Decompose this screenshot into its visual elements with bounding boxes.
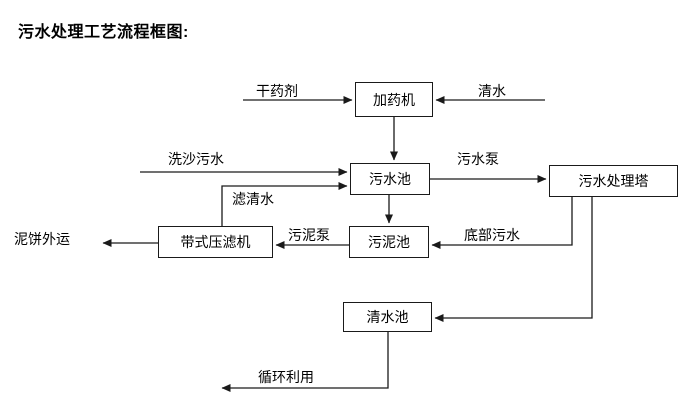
node-label: 污泥池 [368, 234, 410, 250]
edge-bottom-sewage-to-sludge-pool [431, 197, 573, 249]
edge-label-bottom-sewage: 底部污水 [464, 227, 520, 243]
node-label: 带式压滤机 [180, 234, 251, 250]
node-belt-filter-press[interactable]: 带式压滤机 [158, 226, 273, 258]
node-dosing-machine[interactable]: 加药机 [355, 82, 433, 117]
edge-label-sewage-pump: 污水泵 [457, 151, 499, 167]
node-label: 污水池 [369, 171, 411, 187]
node-sewage-pool[interactable]: 污水池 [350, 163, 430, 195]
node-label: 污水处理塔 [578, 173, 649, 189]
node-label: 清水池 [366, 309, 409, 325]
edge-label-dry-reagent: 干药剂 [256, 83, 298, 99]
edge-clean-water-pool-to-recycle [221, 332, 389, 392]
edge-label-recycle-reuse: 循环利用 [258, 369, 314, 385]
node-sewage-treatment-tower[interactable]: 污水处理塔 [549, 165, 678, 197]
edge-label-sludge-pump: 污泥泵 [288, 227, 330, 243]
terminal-label-mud-cake-transport: 泥饼外运 [14, 231, 70, 247]
node-sludge-pool[interactable]: 污泥池 [349, 226, 429, 258]
edge-filtered-water-to-sewage-pool [221, 182, 348, 226]
node-label: 加药机 [373, 91, 415, 108]
edge-label-filtered-clear-water: 滤清水 [232, 191, 274, 207]
edge-label-sand-wash-sewage: 洗沙污水 [168, 151, 224, 167]
node-clean-water-pool[interactable]: 清水池 [343, 302, 432, 332]
edge-tower-to-clean-water-pool [434, 197, 593, 322]
page-title: 污水处理工艺流程框图: [18, 24, 189, 41]
edge-label-clean-water-input: 清水 [478, 83, 506, 99]
